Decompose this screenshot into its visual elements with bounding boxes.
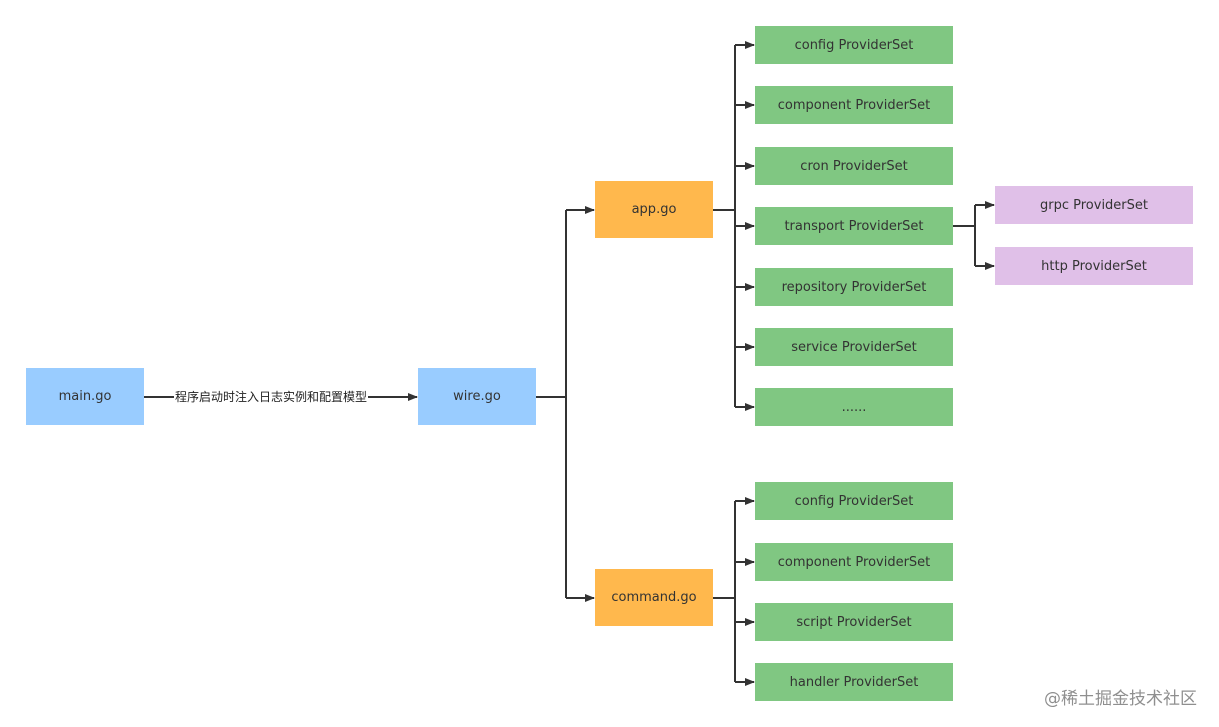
app-set-transport: transport ProviderSet <box>755 207 953 245</box>
app-set-repository: repository ProviderSet <box>755 268 953 306</box>
app-set-cron: cron ProviderSet <box>755 147 953 185</box>
command-set-script: script ProviderSet <box>755 603 953 641</box>
node-wire-go: wire.go <box>418 368 536 425</box>
app-set-service: service ProviderSet <box>755 328 953 366</box>
transport-set-grpc: grpc ProviderSet <box>995 186 1193 224</box>
app-set-component: component ProviderSet <box>755 86 953 124</box>
node-main-go: main.go <box>26 368 144 425</box>
app-set-config: config ProviderSet <box>755 26 953 64</box>
app-set-more: ...... <box>755 388 953 426</box>
transport-set-http: http ProviderSet <box>995 247 1193 285</box>
edge-app-trunk <box>713 45 736 407</box>
edge-wire-trunk <box>536 210 567 598</box>
command-set-handler: handler ProviderSet <box>755 663 953 701</box>
watermark: @稀土掘金技术社区 <box>1044 689 1197 709</box>
command-set-component: component ProviderSet <box>755 543 953 581</box>
command-set-config: config ProviderSet <box>755 482 953 520</box>
edge-label-inject: 程序启动时注入日志实例和配置模型 <box>174 389 369 405</box>
node-app-go: app.go <box>595 181 713 238</box>
edge-transport-trunk <box>953 205 976 266</box>
node-command-go: command.go <box>595 569 713 626</box>
edge-command-trunk <box>713 501 736 682</box>
